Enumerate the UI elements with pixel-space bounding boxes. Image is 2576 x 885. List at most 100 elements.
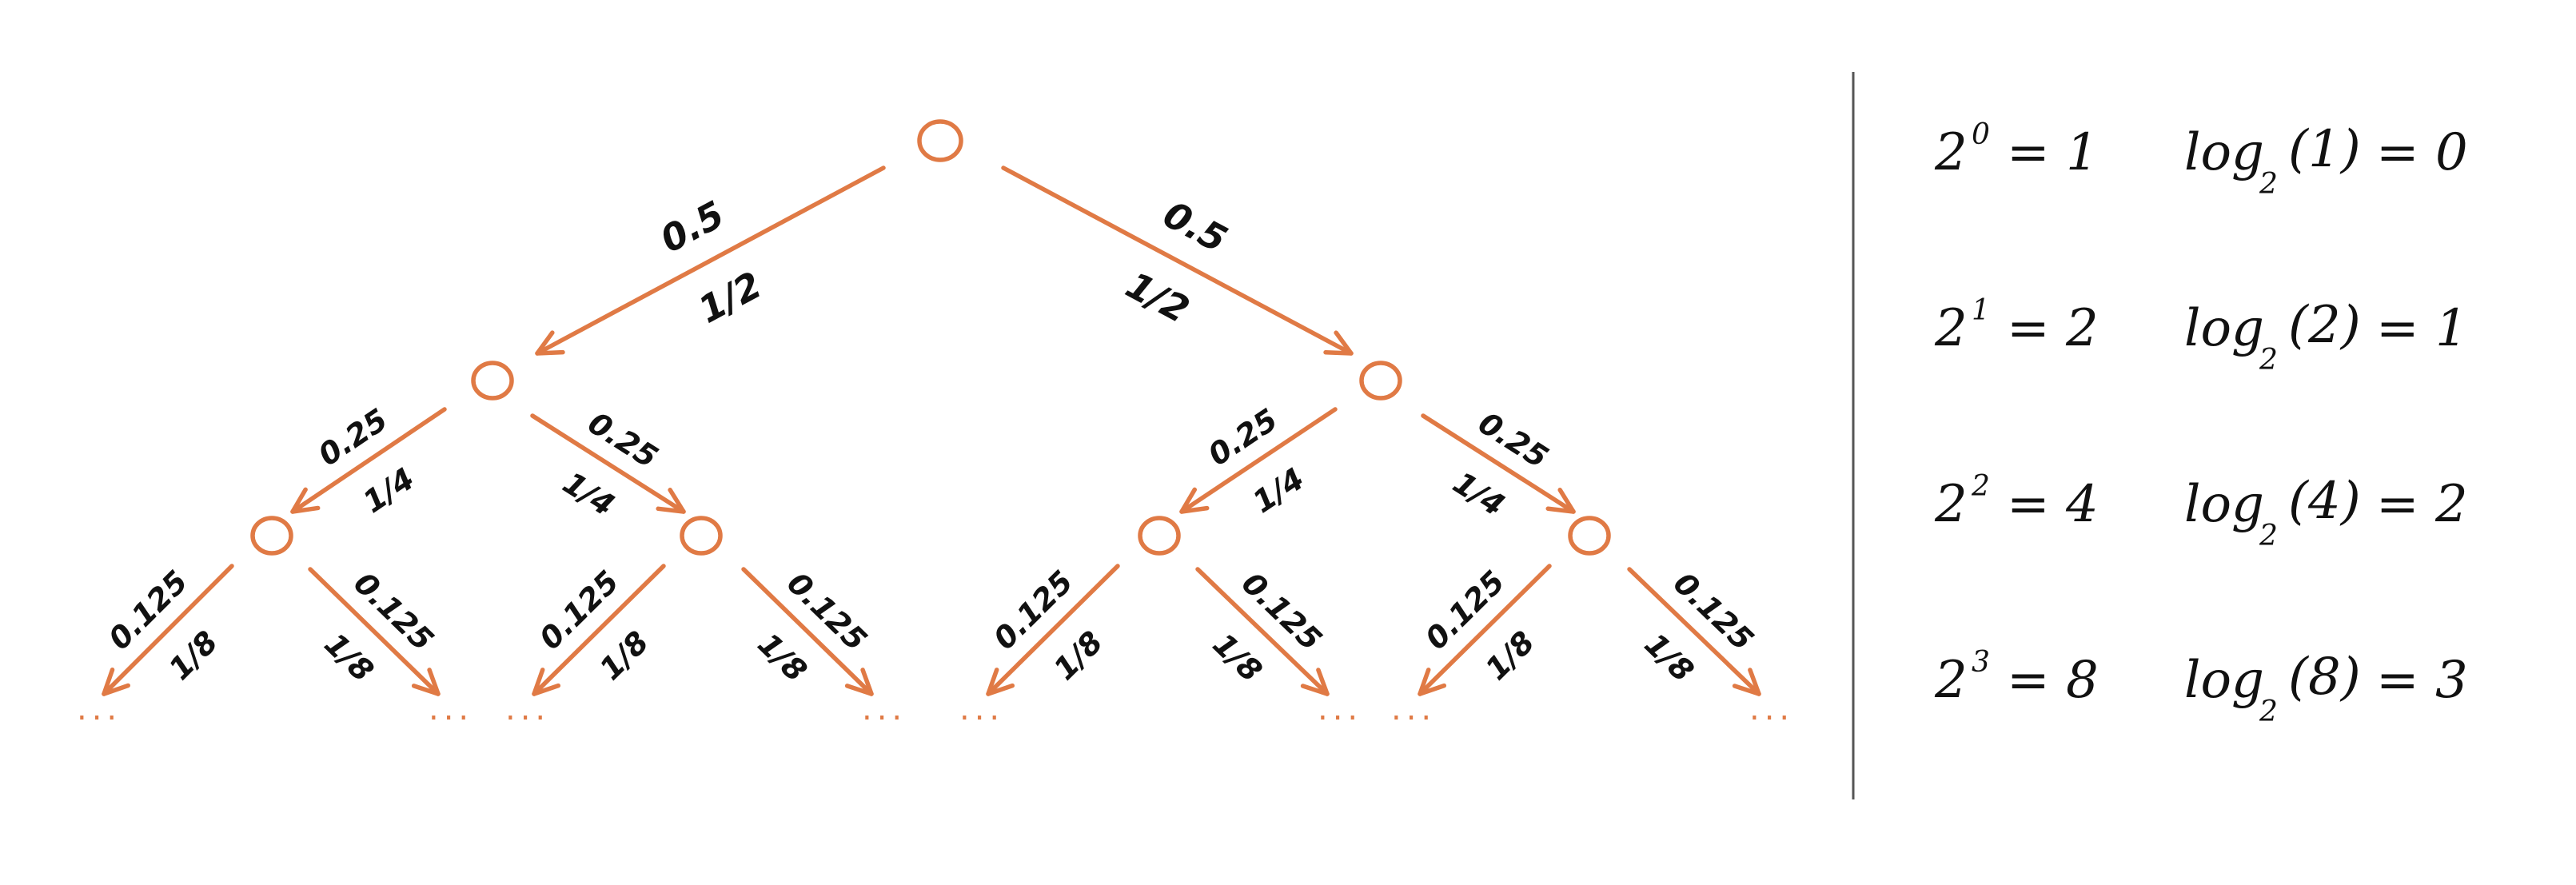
log-base: 2 bbox=[2259, 520, 2278, 552]
continuation-dots: ... bbox=[429, 691, 473, 728]
edge-R-RR bbox=[1421, 413, 1576, 514]
edge-L-LR bbox=[530, 413, 686, 514]
edge-fraction-label: 1/8 bbox=[1206, 626, 1269, 688]
log-function: log bbox=[2184, 123, 2264, 182]
continuation-dots: ... bbox=[505, 691, 550, 728]
edge-fraction-label: 1/4 bbox=[1447, 464, 1511, 523]
log-argument: (4) bbox=[2288, 472, 2361, 531]
tree-node-LL bbox=[250, 516, 293, 556]
power-base: 2 bbox=[1934, 299, 1968, 358]
continuation-dots: ... bbox=[1749, 691, 1794, 728]
log-function: log bbox=[2184, 475, 2264, 534]
edge-fraction-label: 1/4 bbox=[556, 465, 620, 524]
edge-label-R-RR: 0.251/4 bbox=[1447, 405, 1554, 524]
edge-R-RL-arrowhead bbox=[1179, 487, 1210, 514]
edge-fraction-label: 1/8 bbox=[1637, 626, 1701, 688]
edge-fraction-label: 1/8 bbox=[317, 626, 381, 688]
edge-decimal-label: 0.25 bbox=[582, 405, 664, 475]
edge-r-L bbox=[535, 165, 886, 356]
edge-r-L-arrowhead bbox=[535, 330, 565, 356]
power-exponent: 0 bbox=[1972, 118, 1990, 151]
edge-LR-b bbox=[741, 567, 874, 696]
edge-L-LR-arrowhead bbox=[656, 488, 686, 514]
edge-L-LL bbox=[290, 407, 447, 514]
log-result: = 2 bbox=[2376, 475, 2468, 534]
edge-fraction-label: 1/4 bbox=[357, 460, 421, 520]
power-exponent: 2 bbox=[1971, 470, 1990, 503]
edge-fraction-label: 1/2 bbox=[692, 263, 769, 332]
edge-fraction-label: 1/8 bbox=[592, 624, 655, 687]
edge-LL-a bbox=[102, 564, 234, 696]
power-base: 2 bbox=[1934, 651, 1968, 710]
edge-R-RL bbox=[1179, 407, 1338, 514]
power-exponent: 3 bbox=[1972, 646, 1990, 679]
edge-decimal-label: 0.5 bbox=[1156, 193, 1234, 261]
power-result: = 4 bbox=[2007, 475, 2099, 534]
edge-decimal-label: 0.25 bbox=[1472, 405, 1554, 476]
tree-node-L bbox=[471, 361, 514, 401]
edge-fraction-label: 1/2 bbox=[1119, 263, 1197, 332]
log-argument: (8) bbox=[2288, 648, 2361, 707]
tree-node-LR bbox=[680, 516, 723, 556]
log-base: 2 bbox=[2259, 344, 2278, 377]
log-result: = 1 bbox=[2376, 299, 2468, 358]
power-base: 2 bbox=[1934, 123, 1968, 182]
continuation-dots: ... bbox=[1391, 691, 1436, 728]
log-argument: (2) bbox=[2288, 296, 2361, 355]
edge-fraction-label: 1/4 bbox=[1246, 461, 1310, 520]
log-argument: (1) bbox=[2288, 120, 2361, 179]
edge-decimal-label: 0.5 bbox=[653, 193, 731, 261]
edge-LR-a-arrowhead bbox=[532, 668, 561, 696]
log-result: = 0 bbox=[2376, 123, 2468, 182]
continuation-dots: ... bbox=[959, 691, 1004, 728]
power-result: = 8 bbox=[2007, 651, 2099, 710]
log-function: log bbox=[2184, 299, 2264, 358]
edge-RR-a-arrowhead bbox=[1418, 668, 1447, 696]
tree-edges bbox=[102, 165, 1761, 696]
edge-L-LL-arrowhead bbox=[290, 487, 321, 514]
edge-LR-a bbox=[532, 564, 666, 696]
edge-RL-b-arrowhead bbox=[1300, 668, 1330, 696]
power-result: = 2 bbox=[2007, 299, 2099, 358]
tree-node-r bbox=[917, 119, 963, 162]
log-base: 2 bbox=[2259, 696, 2278, 728]
edge-r-R-arrowhead bbox=[1323, 330, 1354, 356]
edge-RL-a bbox=[986, 564, 1120, 696]
tree-continuation-dots: ........................ bbox=[77, 691, 1794, 728]
edge-R-RR-arrowhead bbox=[1545, 488, 1576, 514]
edge-LL-b bbox=[308, 567, 441, 696]
tree-node-RL bbox=[1138, 516, 1181, 556]
edge-fraction-label: 1/8 bbox=[1047, 624, 1109, 687]
edge-label-L-LL: 0.251/4 bbox=[312, 402, 421, 520]
edge-fraction-label: 1/8 bbox=[751, 626, 814, 688]
edge-RL-a-arrowhead bbox=[986, 668, 1015, 696]
tree-nodes bbox=[250, 119, 1611, 556]
edge-RR-b bbox=[1627, 567, 1761, 696]
tree-node-RR bbox=[1568, 516, 1611, 556]
tree-node-R bbox=[1359, 361, 1402, 401]
edge-decimal-label: 0.25 bbox=[312, 402, 393, 473]
edge-fraction-label: 1/8 bbox=[162, 624, 225, 687]
log-base: 2 bbox=[2259, 168, 2278, 201]
power-result: = 1 bbox=[2007, 123, 2099, 182]
edge-LL-b-arrowhead bbox=[411, 668, 441, 696]
power-base: 2 bbox=[1934, 475, 1968, 534]
edge-LL-a-arrowhead bbox=[102, 668, 130, 696]
continuation-dots: ... bbox=[77, 691, 122, 728]
edge-LR-b-arrowhead bbox=[844, 668, 874, 696]
continuation-dots: ... bbox=[1318, 691, 1362, 728]
edge-r-R bbox=[1001, 165, 1354, 356]
